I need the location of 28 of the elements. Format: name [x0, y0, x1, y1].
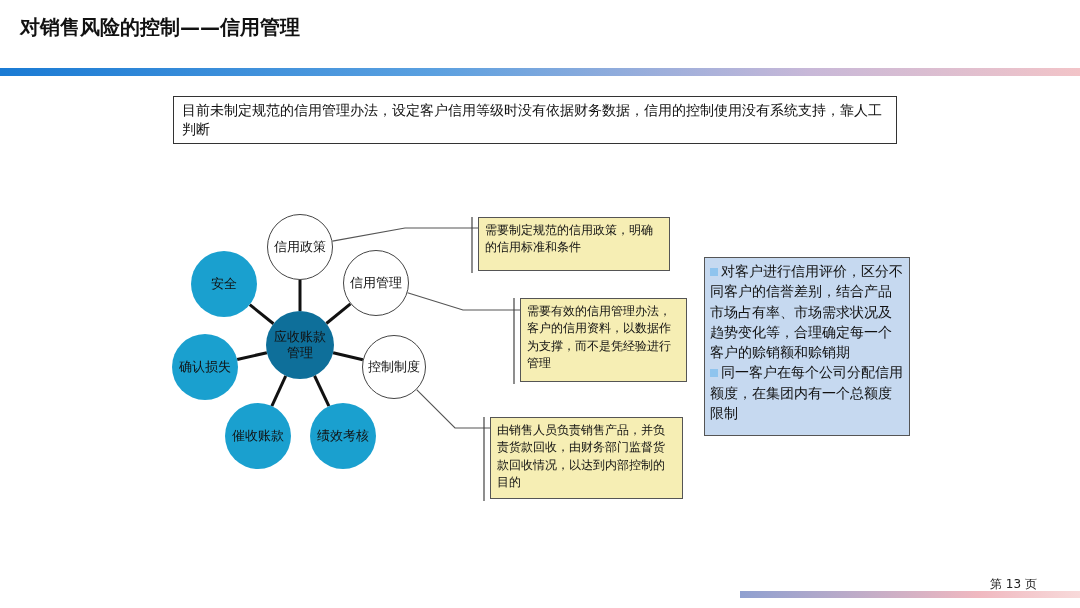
circle-label: 确认损失	[178, 358, 232, 376]
connector-line	[406, 292, 521, 311]
callout-box: 由销售人员负责销售产品，并负责货款回收，由财务部门监督货款回收情况，以达到内部控制的目的	[490, 417, 683, 499]
page-number: 第 13 页	[990, 576, 1037, 593]
slide-title: 对销售风险的控制——信用管理	[20, 14, 300, 41]
connector-line	[332, 351, 364, 362]
connector-line	[331, 227, 479, 242]
info-panel	[704, 257, 910, 436]
callout-box: 需要有效的信用管理办法，客户的信用资料，以数据作为支撑，而不是凭经验进行管理	[520, 298, 687, 382]
bullet-paragraph: 对客户进行信用评价，区分不同客户的信誉差别，结合产品市场占有率、市场需求状况及趋势变化等，合理确定每一个客户的赊销额和赊销期	[710, 261, 904, 363]
circle-label: 催收账款	[231, 427, 285, 445]
callout-box: 需要制定规范的信用政策，明确的信用标准和条件	[478, 217, 670, 271]
circle-label: 信用管理	[349, 274, 403, 292]
circle-label: 信用政策	[273, 238, 327, 256]
hub-circle	[266, 311, 334, 379]
circle-label: 控制制度	[367, 358, 421, 376]
circle-label: 绩效考核	[316, 427, 370, 445]
connector-line	[298, 280, 302, 311]
connector-line	[313, 375, 331, 407]
connector-line	[236, 351, 268, 361]
bullet-paragraph: 同一客户在每个公司分配信用额度，在集团内有一个总额度限制	[710, 362, 904, 424]
circle-label: 安全	[210, 275, 238, 293]
note-box: 目前未制定规范的信用管理办法，设定客户信用等级时没有依据财务数据，信用的控制使用没有系统支持，靠人工判断	[173, 96, 897, 144]
connector-line	[270, 375, 288, 407]
connector-line	[325, 302, 352, 325]
circle-label: 应收账款管理	[274, 328, 326, 362]
connector-line	[416, 389, 491, 429]
connector-line	[248, 303, 275, 325]
